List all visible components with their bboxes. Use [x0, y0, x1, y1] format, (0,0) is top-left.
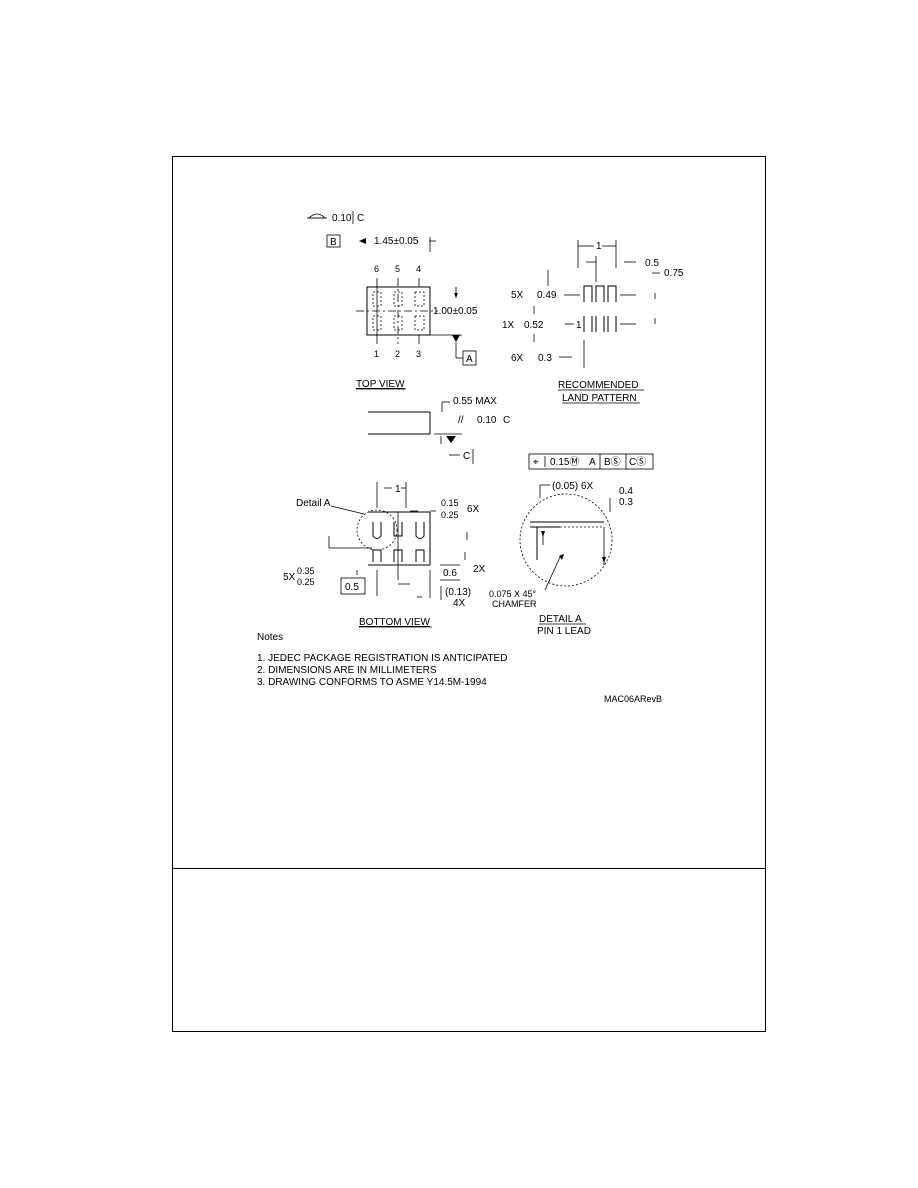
bottom-lead-len-bottom: 0.25 — [297, 577, 315, 587]
top-height-dim: 1.00±0.05 — [433, 306, 478, 317]
flatness-datum: C — [357, 213, 364, 224]
land-row2-count: 1X — [502, 320, 515, 331]
datum-a-label: A — [466, 354, 473, 365]
flatness-icon — [308, 213, 326, 219]
revision-code: MAC06ARevB — [604, 694, 663, 704]
bottom-offset: (0.13) — [445, 587, 471, 598]
land-pattern: 1 0.5 0.75 5X 0.49 1X 0.52 1 6X — [502, 240, 684, 404]
side-parallel-datum: C — [503, 415, 510, 426]
side-parallel-value: 0.10 — [477, 415, 497, 426]
land-row3-value: 0.3 — [538, 353, 552, 364]
land-pad-length: 0.75 — [664, 268, 684, 279]
pin-label-5: 5 — [395, 264, 400, 274]
land-row3-count: 6X — [511, 353, 524, 364]
position-tolerance-frame: ⌖ 0.15Ⓜ A BⓈ CⓈ — [528, 453, 654, 470]
note-item: 3. DRAWING CONFORMS TO ASME Y14.5M-1994 — [257, 677, 487, 688]
land-row2-value: 0.52 — [524, 320, 544, 331]
position-value: 0.15Ⓜ — [550, 456, 579, 468]
position-symbol-icon: ⌖ — [533, 457, 539, 468]
detail-callout: Detail A — [296, 498, 331, 509]
side-parallel-symbol: // — [458, 415, 464, 426]
bottom-offset-count: 4X — [453, 598, 466, 609]
top-view: 0.10 C B 1.45±0.05 6 5 4 1.00±0.05 — [307, 211, 478, 390]
detail-label-1: DETAIL A — [539, 614, 582, 625]
land-row1-count: 5X — [511, 290, 524, 301]
note-item: 1. JEDEC PACKAGE REGISTRATION IS ANTICIP… — [257, 653, 508, 664]
bottom-pitch: 1 — [395, 484, 401, 495]
pin-label-1: 1 — [374, 349, 379, 359]
bottom-view-label: BOTTOM VIEW — [359, 617, 430, 628]
notes-block: Notes 1. JEDEC PACKAGE REGISTRATION IS A… — [257, 632, 507, 689]
pin-label-2: 2 — [395, 349, 400, 359]
bottom-lead-width-bottom: 0.25 — [441, 510, 459, 520]
flatness-value: 0.10 — [332, 213, 352, 224]
pin-label-3: 3 — [416, 349, 421, 359]
detail-dim-bottom: 0.3 — [619, 497, 633, 508]
position-datum-c: CⓈ — [629, 456, 646, 468]
top-view-label: TOP VIEW — [356, 379, 405, 390]
top-width-dim: 1.45±0.05 — [374, 236, 419, 247]
page-frame — [172, 156, 766, 1032]
detail-a: (0.05) 6X 0.4 0.3 0.075 X 45° CHAMFER DE… — [489, 481, 633, 637]
position-datum-b: BⓈ — [604, 456, 621, 468]
pin-label-6: 6 — [374, 264, 379, 274]
bottom-lead-len-count: 5X — [283, 572, 296, 583]
land-pad-width: 0.5 — [645, 258, 659, 269]
detail-chamfer-2: CHAMFER — [492, 599, 537, 609]
side-view: 0.55 MAX // 0.10 C C — [368, 396, 510, 464]
land-row2-mark: 1 — [576, 320, 582, 331]
bottom-lead-width-top: 0.15 — [441, 498, 459, 508]
land-label-1: RECOMMENDED — [558, 380, 639, 391]
detail-label-2: PIN 1 LEAD — [537, 626, 591, 637]
bottom-span: 0.6 — [443, 568, 457, 579]
land-pitch: 1 — [596, 241, 602, 252]
bottom-view: Detail A 1 0.15 0.25 6X 0.35 0.25 5X 0 — [283, 482, 486, 628]
bottom-lead-count: 6X — [467, 504, 480, 515]
bottom-pitch-box: 0.5 — [345, 582, 359, 593]
bottom-span-count: 2X — [473, 564, 486, 575]
footer-divider — [172, 868, 766, 869]
land-row1-value: 0.49 — [537, 290, 557, 301]
detail-chamfer-1: 0.075 X 45° — [489, 589, 537, 599]
pin-label-4: 4 — [416, 264, 421, 274]
detail-dim-top: 0.4 — [619, 486, 633, 497]
note-item: 2. DIMENSIONS ARE IN MILLIMETERS — [257, 665, 437, 676]
notes-heading: Notes — [257, 632, 284, 643]
datum-b-label: B — [330, 237, 337, 248]
land-label-2: LAND PATTERN — [562, 393, 637, 404]
position-datum-a: A — [589, 457, 596, 468]
datum-c-label: C — [463, 451, 470, 462]
bottom-lead-len-top: 0.35 — [297, 566, 315, 576]
side-max-height: 0.55 MAX — [453, 396, 497, 407]
detail-radius: (0.05) 6X — [552, 481, 593, 492]
